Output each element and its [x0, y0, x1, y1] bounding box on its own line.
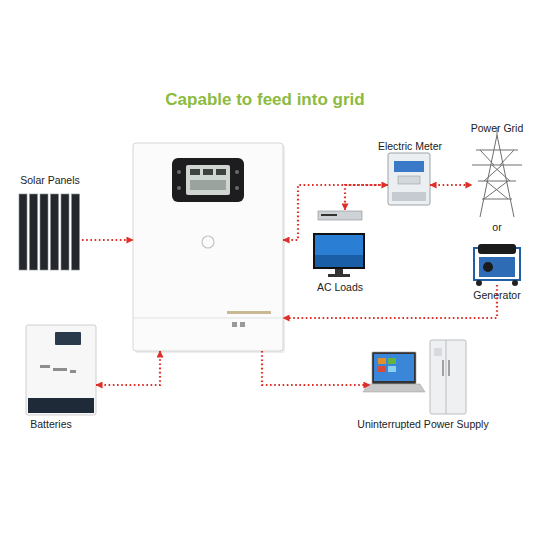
dvd-player: [318, 211, 362, 220]
brand-logo: [202, 236, 214, 248]
generator-wheel: [512, 280, 518, 286]
panel-button: [235, 170, 239, 174]
meter-terminal: [392, 192, 426, 201]
transmission-tower: [472, 128, 522, 217]
fridge-body: [430, 340, 466, 414]
meter-display: [394, 161, 424, 172]
brand-strip: [227, 311, 271, 314]
meter-case: [388, 153, 430, 205]
panel-button: [235, 186, 239, 190]
fridge-door-split: [446, 340, 447, 414]
lcd-segment: [203, 169, 213, 175]
display-bezel: [172, 158, 244, 202]
component-node: Generator: [472, 243, 522, 285]
component-label: Uninterrupted Power Supply: [357, 418, 488, 430]
power-flow-arrow: [283, 185, 388, 240]
power-flow-arrow: [96, 351, 160, 385]
fuel-tank: [478, 244, 516, 254]
lcd-segment: [190, 169, 200, 175]
fridge-handle: [442, 360, 444, 376]
lcd-graphic: [190, 180, 226, 190]
component-label: AC Loads: [317, 281, 363, 293]
tv-frame: [313, 233, 365, 269]
generator-wheel: [476, 280, 482, 286]
panel-button: [177, 170, 181, 174]
lcd-segment: [216, 169, 226, 175]
battery-display: [55, 332, 81, 345]
meter-window: [398, 176, 420, 184]
battery-case: [26, 325, 96, 415]
panel-button: [177, 186, 181, 190]
fridge-handle: [448, 360, 450, 376]
tower-lattice: [472, 128, 522, 217]
tv-base: [328, 274, 350, 277]
tv-screen: [315, 235, 363, 267]
disc-slot: [321, 214, 337, 216]
tv-stand: [335, 269, 343, 274]
battery-base: [28, 398, 94, 413]
inverter-case: [133, 143, 283, 351]
diagram-title: Capable to feed into grid: [0, 90, 530, 110]
electric-meter: [388, 153, 430, 205]
screen-tile: [378, 358, 386, 364]
certification-mark: [240, 322, 245, 327]
component-node: Power Grid: [472, 135, 522, 217]
component-node: [133, 143, 283, 351]
solar-panel: [40, 194, 48, 270]
power-flow-arrow: [345, 185, 388, 210]
component-label: Generator: [473, 289, 520, 301]
ac-loads: [313, 211, 365, 277]
fridge-panel: [434, 348, 442, 356]
note-label: or: [492, 221, 501, 233]
component-label: Solar Panels: [20, 174, 80, 186]
lcd-screen: [186, 165, 230, 195]
solar-panel: [61, 194, 69, 270]
battery-mark: [40, 365, 50, 368]
component-node: Solar Panels: [18, 192, 82, 272]
solar-panel: [19, 194, 27, 270]
solar-panel: [51, 194, 59, 270]
battery-mark: [53, 368, 67, 371]
power-flow-arrow: [82, 239, 133, 241]
inverter-unit: [133, 143, 285, 353]
component-node: Electric Meter: [388, 153, 430, 205]
component-node: AC Loads: [313, 210, 365, 280]
solar-panel: [30, 194, 38, 270]
laptop-lid: [372, 352, 416, 384]
screen-tile: [378, 366, 386, 372]
battery-cabinet: [26, 325, 96, 415]
component-label: Batteries: [30, 418, 71, 430]
engine-part: [483, 262, 493, 272]
ups-loads: [363, 340, 466, 414]
solar-panel: [72, 194, 80, 270]
component-label: Power Grid: [471, 122, 524, 134]
generator: [474, 244, 520, 286]
inverter-panel-seam: [133, 318, 283, 319]
solar-panels: [19, 194, 80, 270]
component-label: Electric Meter: [378, 140, 442, 152]
battery-mark: [70, 370, 76, 373]
power-flow-arrow: [430, 184, 472, 186]
component-node: Batteries: [26, 325, 96, 415]
power-flow-arrow: [262, 351, 370, 385]
laptop-screen: [374, 354, 414, 381]
tv-screen-shade: [315, 255, 363, 267]
screen-tile: [388, 358, 396, 364]
laptop-base: [363, 384, 425, 392]
component-node: Uninterrupted Power Supply: [370, 340, 466, 412]
generator-engine: [479, 257, 515, 277]
certification-mark: [232, 322, 237, 327]
power-flow-arrow: [283, 285, 497, 318]
screen-tile: [388, 366, 396, 372]
